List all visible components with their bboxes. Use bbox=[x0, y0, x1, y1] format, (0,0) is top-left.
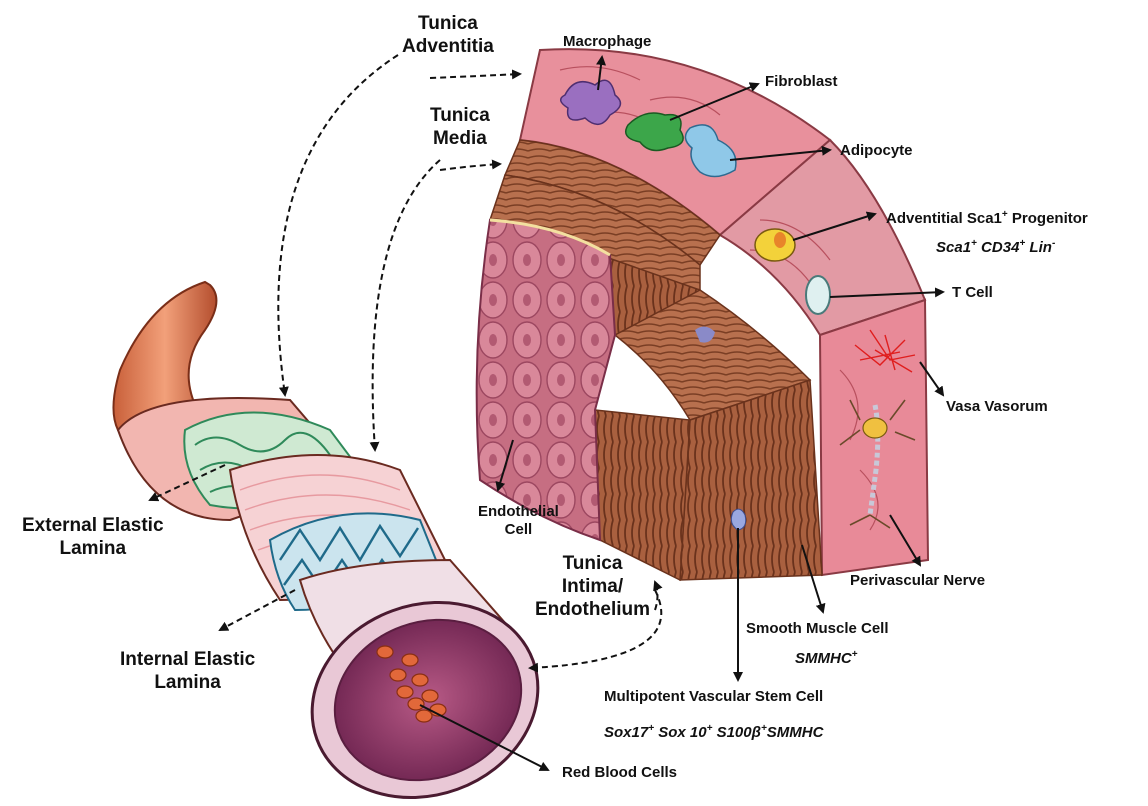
adventitia-arrow-right bbox=[430, 74, 520, 78]
progenitor-label: Adventitial Sca1+ Progenitor bbox=[886, 206, 1088, 228]
tunica-adventitia-line1: Tunica bbox=[402, 12, 494, 35]
marker-s100b: S100β bbox=[712, 724, 761, 741]
endothelial-cell-label: Endothelial Cell bbox=[478, 503, 559, 539]
tunica-media-line2: Media bbox=[430, 127, 490, 150]
internal-lamina-arrow bbox=[220, 590, 295, 630]
external-lamina-line1: External Elastic bbox=[22, 514, 164, 537]
tunica-intima-line2: Intima/ bbox=[535, 575, 650, 598]
smmhc-sup: + bbox=[852, 649, 858, 660]
external-elastic-lamina-label: External Elastic Lamina bbox=[22, 514, 164, 560]
endothelium-face bbox=[477, 220, 615, 540]
endothelial-line1: Endothelial bbox=[478, 503, 559, 521]
marker-lin: Lin bbox=[1025, 239, 1052, 256]
smooth-muscle-cell-label: Smooth Muscle Cell bbox=[746, 620, 889, 638]
progenitor-markers: Sca1+ CD34+ Lin- bbox=[936, 235, 1055, 257]
marker-sox10: Sox 10 bbox=[654, 724, 707, 741]
tunica-intima-line1: Tunica bbox=[535, 552, 650, 575]
tunica-adventitia-line2: Adventitia bbox=[402, 35, 494, 58]
external-lamina-line2: Lamina bbox=[22, 537, 164, 560]
internal-lamina-line1: Internal Elastic bbox=[120, 648, 255, 671]
adventitia-arrow-down bbox=[278, 55, 398, 395]
progenitor-text: Adventitial Sca1 bbox=[886, 210, 1002, 227]
mvsc-label: Multipotent Vascular Stem Cell bbox=[604, 688, 823, 706]
endothelial-line2: Cell bbox=[478, 521, 559, 539]
smmhc-text: SMMHC bbox=[795, 650, 852, 667]
marker-lin-sup: - bbox=[1052, 238, 1055, 249]
internal-elastic-lamina-label: Internal Elastic Lamina bbox=[120, 648, 255, 694]
progenitor-nucleus bbox=[774, 232, 786, 248]
perivascular-nerve-label: Perivascular Nerve bbox=[850, 572, 985, 590]
mvsc-markers: Sox17+ Sox 10+ S100β+SMMHC bbox=[604, 720, 823, 742]
tunica-adventitia-label: Tunica Adventitia bbox=[402, 12, 494, 58]
marker-sca1: Sca1 bbox=[936, 239, 971, 256]
tunica-media-label: Tunica Media bbox=[430, 104, 490, 150]
red-blood-cells-label: Red Blood Cells bbox=[562, 764, 677, 782]
t-cell-label: T Cell bbox=[952, 284, 993, 302]
progenitor-suffix: Progenitor bbox=[1008, 210, 1088, 227]
tunica-media-line1: Tunica bbox=[430, 104, 490, 127]
marker-smmhc: SMMHC bbox=[767, 724, 824, 741]
smmhc-label: SMMHC+ bbox=[795, 646, 858, 668]
media-arrow-down bbox=[373, 160, 440, 450]
macrophage-label: Macrophage bbox=[563, 33, 651, 51]
tunica-intima-label: Tunica Intima/ Endothelium bbox=[535, 552, 650, 621]
media-arrow-right bbox=[440, 164, 500, 170]
vasa-vasorum-label: Vasa Vasorum bbox=[946, 398, 1048, 416]
t-cell bbox=[806, 276, 830, 314]
marker-sox17: Sox17 bbox=[604, 724, 648, 741]
fibroblast-label: Fibroblast bbox=[765, 73, 838, 91]
internal-lamina-line2: Lamina bbox=[120, 671, 255, 694]
mvsc-cell bbox=[731, 509, 745, 530]
intima-arrow-up bbox=[655, 582, 658, 610]
vessel-wall-block bbox=[477, 49, 928, 580]
tunica-intima-line3: Endothelium bbox=[535, 598, 650, 621]
marker-cd34: CD34 bbox=[977, 239, 1020, 256]
progenitor-cell bbox=[755, 229, 795, 261]
adipocyte-label: Adipocyte bbox=[840, 142, 913, 160]
